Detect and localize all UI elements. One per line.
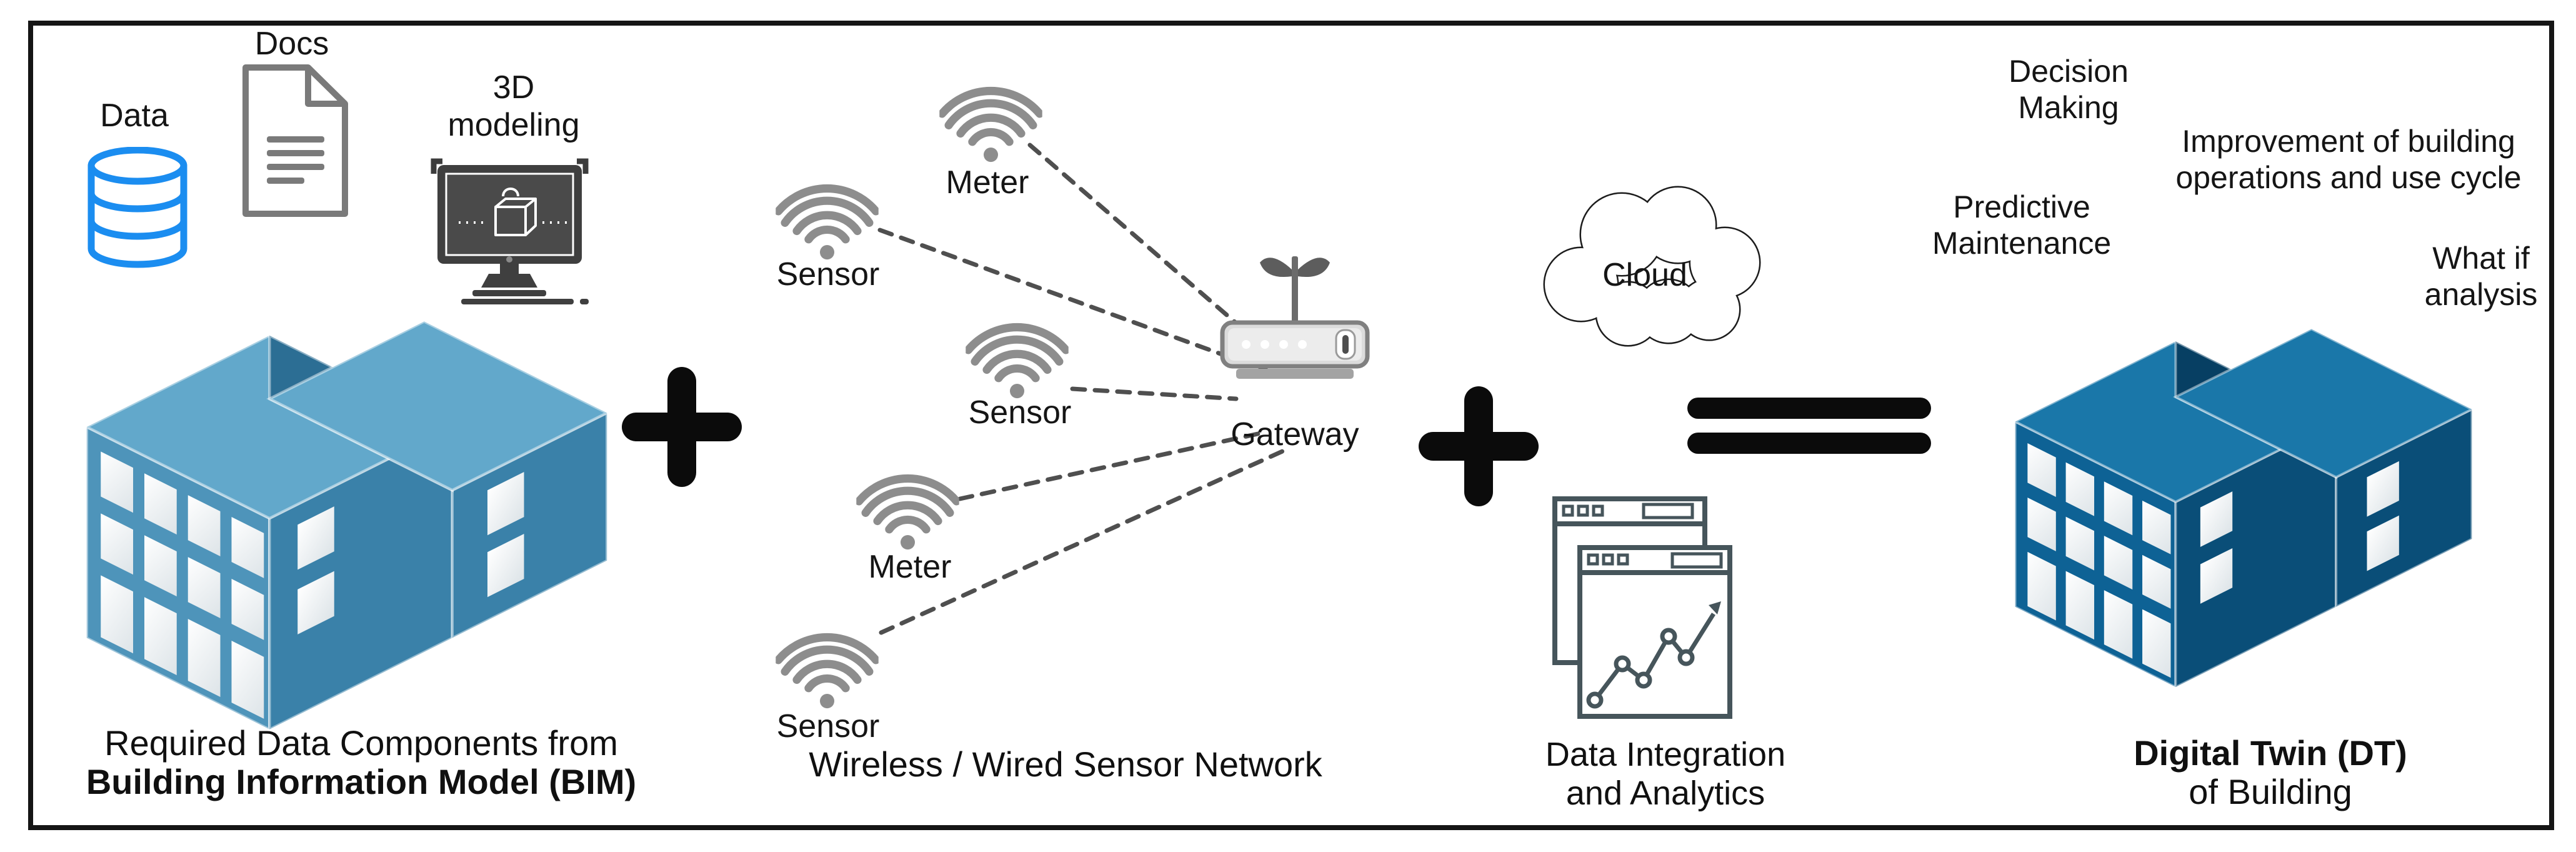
dt-caption-line1: Digital Twin (DT) [2134,733,2407,773]
modeling-label-line2: modeling [447,107,580,143]
bim-caption-line2: Building Information Model (BIM) [86,762,637,801]
improvement-line1: Improvement of building [2182,124,2515,159]
node-label-sensor-1: Sensor [776,256,880,293]
analytics-icon [1552,496,1732,719]
decision-making-label: Decision Making [2009,53,2129,126]
whatif-line2: analysis [2424,277,2538,312]
data-label: Data [100,98,169,134]
predictive-line2: Maintenance [1932,226,2112,261]
wifi-icon [939,73,1042,165]
whatif-line1: What if [2432,241,2530,276]
bim-caption-line1: Required Data Components from [104,723,618,763]
decision-line2: Making [2018,90,2119,125]
predictive-maintenance-label: Predictive Maintenance [1932,189,2111,261]
bim-building-icon [66,230,628,736]
gateway-label: Gateway [1231,416,1359,453]
plus-icon [1419,386,1539,506]
cloud-label: Cloud [1602,257,1687,293]
node-label-sensor-3: Sensor [776,708,880,744]
wifi-icon [776,619,879,711]
dt-caption-line2: of Building [2189,772,2352,811]
plus-icon [622,367,742,487]
modeling-label-line1: 3D [492,69,535,106]
wifi-icon [856,460,959,553]
bim-caption: Required Data Components from Building I… [86,724,636,801]
analytics-caption: Data Integration and Analytics [1545,735,1785,813]
predictive-line1: Predictive [1953,189,2090,224]
monitor-3d-icon [431,158,589,304]
cloud-shape [1543,186,1761,347]
improvement-line2: operations and use cycle [2175,160,2522,195]
database-icon [87,147,187,268]
network-caption: Wireless / Wired Sensor Network [809,744,1322,784]
decision-line1: Decision [2009,54,2129,89]
dt-caption: Digital Twin (DT) of Building [2134,734,2407,811]
node-label-sensor-2: Sensor [968,394,1072,431]
improvement-label: Improvement of building operations and u… [2175,123,2521,196]
analytics-caption-line2: and Analytics [1565,774,1765,812]
node-label-meter-1: Meter [946,164,1029,201]
docs-label: Docs [254,26,329,62]
gateway-icon [1220,256,1370,379]
wifi-icon [966,309,1069,401]
analytics-caption-line1: Data Integration [1545,736,1786,773]
what-if-label: What if analysis [2425,240,2538,313]
node-label-meter-2: Meter [868,549,952,585]
dt-building-icon [1997,249,2490,693]
wifi-icon [776,170,879,263]
document-icon [242,64,348,217]
equals-icon [1687,398,1931,454]
modeling-label: 3D modeling [447,69,579,144]
